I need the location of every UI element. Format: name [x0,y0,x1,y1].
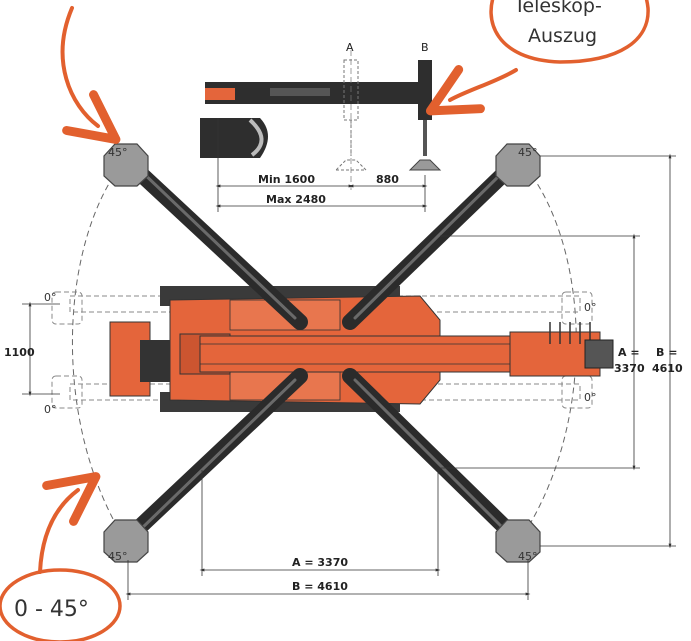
side-span-b-line1: B = [656,346,677,359]
angle-callout-bubble [0,568,122,641]
telescope-callout-line1: Teleskop- [513,0,602,17]
side-span-a-line1: A = [618,346,640,359]
pad-top-right [495,143,541,187]
angle-label-bottom-left: 45° [108,550,128,563]
arrow-telescope [425,65,518,116]
telescope-callout-line2: Auszug [528,25,597,47]
top-dimension-lines [215,118,428,212]
bottom-span-a-label: A = 3370 [292,556,348,569]
angle-label-mid-right-lower: 0° [584,391,597,404]
side-span-a-line2: 3370 [614,362,645,375]
machine-body [109,286,614,412]
arrow-top-left [60,6,121,144]
angle-label-top-left: 45° [108,146,128,159]
width-dimension-line [22,301,60,397]
telescope-side-view [200,50,442,190]
min-extension-label: Min 1600 [258,173,315,186]
outrigger-arm-highlights [138,168,507,532]
pad-bottom-left [103,519,149,563]
angle-label-bottom-right: 45° [518,550,538,563]
angle-label-top-right: 45° [518,146,538,159]
telescope-callout-bubble [489,0,650,64]
max-extension-label: Max 2480 [266,193,326,206]
angle-label-mid-left-upper: 0° [44,291,57,304]
side-span-b-line2: 4610 [652,362,683,375]
angle-label-mid-left-lower: 0° [44,403,57,416]
side-span-dimension-lines [440,153,676,549]
outrigger-pads [103,143,541,563]
pad-bottom-right [495,519,541,563]
bottom-span-dimension-lines [125,470,531,600]
swing-arc-right [519,159,577,541]
bottom-span-b-label: B = 4610 [292,580,348,593]
marker-b-label: B [421,41,429,54]
marker-a-label: A [346,41,354,54]
pad-top-left [103,143,149,187]
angle-range-callout: 0 - 45° [14,597,89,622]
extension-delta-label: 880 [376,173,399,186]
angle-label-mid-right-upper: 0° [584,301,597,314]
arrow-bottom-left [38,472,101,574]
width-1100-label: 1100 [4,346,35,359]
